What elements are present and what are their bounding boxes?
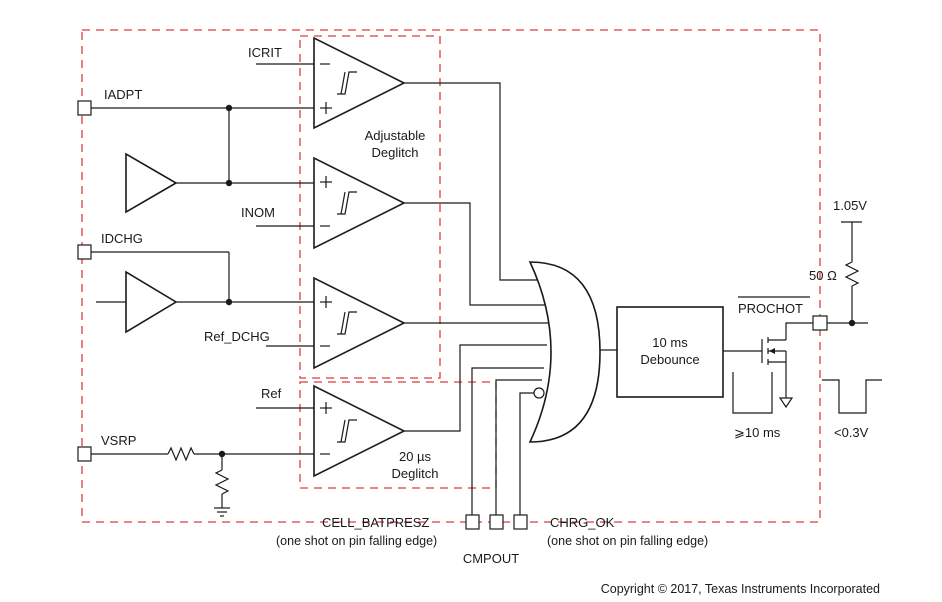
junction-dot [218,450,226,458]
pin-vsrp [77,446,92,462]
label-prochot: PROCHOT [738,301,803,316]
or-gate-inputs [404,82,548,515]
junction-dot [848,319,856,327]
label-icrit: ICRIT [248,45,282,60]
buffer-iadpt [125,152,178,214]
pin-cell-batpresz [465,514,480,530]
label-ref-dchg: Ref_DCHG [204,329,270,344]
outer-boundary [81,29,821,523]
label-cell-batpresz: CELL_BATPRESZ [322,515,429,530]
comparator-vsrp [313,384,406,478]
label-20us: 20 µs [399,449,432,464]
label-iadpt: IADPT [104,87,142,102]
pin-cmpout [489,514,504,530]
label-vsrp: VSRP [101,433,136,448]
deglitch-20us-boundary [299,381,497,489]
or-gate [528,261,601,443]
label-adjustable: Adjustable [365,128,426,143]
label-cmpout: CMPOUT [463,551,519,566]
label-idchg: IDCHG [101,231,143,246]
label-chrg-ok: CHRG_OK [550,515,615,530]
pin-idchg [77,244,92,260]
label-10ms-pulse: ⩾10 ms [734,425,781,440]
mosfet-icon [723,322,813,409]
label-inom: INOM [241,205,275,220]
pulse-waveform-icon [732,372,773,414]
pin-prochot [812,315,828,331]
junction-dot [225,298,233,306]
debounce-block [616,306,724,398]
label-debounce-time: 10 ms [652,335,688,350]
input-wiring [91,63,314,517]
comparator-inom [313,156,406,250]
label-0-3v: <0.3V [834,425,869,440]
inverting-bubble [533,387,545,399]
label-chrg-ok-note: (one shot on pin falling edge) [547,534,708,548]
prochot-pullup [827,221,868,324]
comparator-icrit [313,36,406,130]
label-20us-deglitch: Deglitch [392,466,439,481]
comparator-idchg [313,276,406,370]
copyright-text: Copyright © 2017, Texas Instruments Inco… [601,582,880,596]
low-pulse-waveform-icon [822,379,882,414]
label-adjustable-deglitch: Deglitch [372,145,419,160]
buffer-idchg [125,270,178,334]
label-debounce: Debounce [640,352,699,367]
label-cell-batpresz-note: (one shot on pin falling edge) [276,534,437,548]
pin-chrg-ok [513,514,528,530]
junction-dot [225,104,233,112]
adjustable-deglitch-boundary [299,35,441,379]
label-ref: Ref [261,386,282,401]
pin-iadpt [77,100,92,116]
junction-dot [225,179,233,187]
label-1-05v: 1.05V [833,198,867,213]
label-50-ohm: 50 Ω [809,268,837,283]
